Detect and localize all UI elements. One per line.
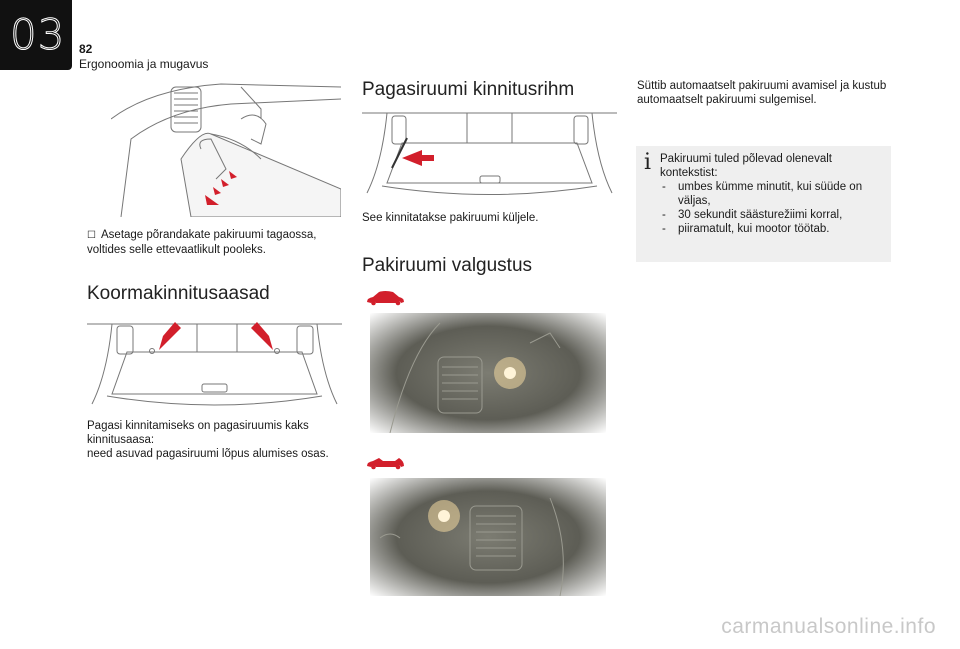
- info-list-item: piiramatult, kui mootor töötab.: [660, 222, 881, 236]
- info-list: umbes kümme minutit, kui süüde on väljas…: [660, 180, 881, 236]
- check-bullet-icon: ☐: [87, 230, 96, 241]
- boot-light-photo-sedan-drawing: [389, 322, 561, 433]
- floor-cover-drawing: [111, 83, 341, 217]
- car-sedan-icon: [365, 288, 405, 306]
- car-cabrio-icon: [365, 452, 405, 470]
- anchor-text-1: Pagasi kinnitamiseks on pagasiruumis kak…: [87, 420, 309, 446]
- strap-illustration: [362, 108, 617, 203]
- heading-luggage-strap: Pagasiruumi kinnitusrihm: [362, 79, 575, 100]
- heading-anchor-points: Koormakinnitusaasad: [87, 283, 270, 304]
- chapter-tab: 03: [0, 0, 72, 70]
- page-number: 82: [79, 42, 93, 56]
- boot-light-photo-cabrio: [370, 478, 606, 596]
- boot-light-photo-cabrio-drawing: [379, 497, 564, 596]
- heading-boot-lighting: Pakiruumi valgustus: [362, 255, 533, 276]
- anchor-points-illustration: [87, 314, 342, 414]
- strap-drawing: [362, 112, 617, 195]
- anchor-text-2: need asuvad pagasiruumi lõpus alumises o…: [87, 448, 329, 460]
- info-intro: Pakiruumi tuled põlevad olenevalt kontek…: [660, 153, 832, 179]
- info-icon: i: [644, 150, 652, 175]
- chapter-number: 03: [9, 10, 66, 60]
- info-box: i Pakiruumi tuled põlevad olenevalt kont…: [636, 146, 891, 262]
- anchor-points-drawing: [87, 322, 342, 406]
- info-list-item: umbes kümme minutit, kui süüde on väljas…: [660, 180, 881, 208]
- section-title: Ergonoomia ja mugavus: [79, 57, 209, 71]
- light-description: Süttib automaatselt pakiruumi avamisel j…: [637, 80, 887, 106]
- strap-text: See kinnitatakse pakiruumi küljele.: [362, 212, 539, 224]
- step-instruction: ☐Asetage põrandakate pakiruumi tagaossa,…: [87, 229, 317, 256]
- boot-light-photo-sedan: [370, 313, 606, 433]
- watermark: carmanualsonline.info: [721, 615, 936, 638]
- info-list-item: 30 sekundit säästurežiimi korral,: [660, 208, 881, 222]
- floor-cover-illustration: [111, 79, 341, 217]
